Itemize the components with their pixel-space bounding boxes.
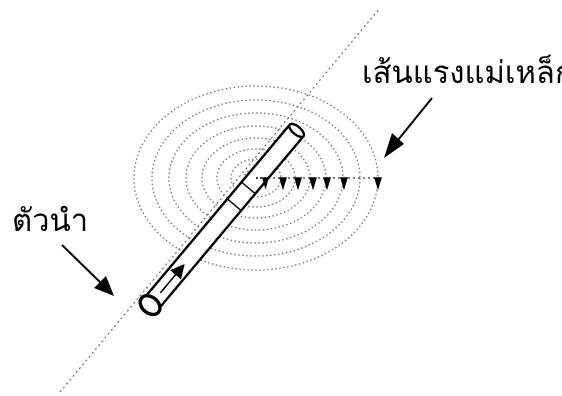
conductor-rod [138,122,306,317]
conductor-body [142,124,304,312]
conductor-axis-line [59,7,381,393]
arrowhead-down-icon [323,177,331,191]
arrowhead-down-icon [279,177,287,191]
conductor-label: ตัวนำ [12,203,89,239]
conductor-far-end [288,122,306,139]
pointer-arrow-icon [61,244,114,296]
field-lines-label: เส้นแรงแม่เหล็ก [362,55,562,91]
arrowhead-down-icon [294,177,302,191]
conductor-near-end [138,294,162,317]
field-direction-arrows [256,177,382,191]
current-arrow [159,263,185,294]
arrowhead-down-icon [309,177,317,191]
arrowhead-down-icon [256,177,269,190]
pointer-arrow-icon [384,97,433,158]
arrowhead-down-icon [374,177,382,191]
